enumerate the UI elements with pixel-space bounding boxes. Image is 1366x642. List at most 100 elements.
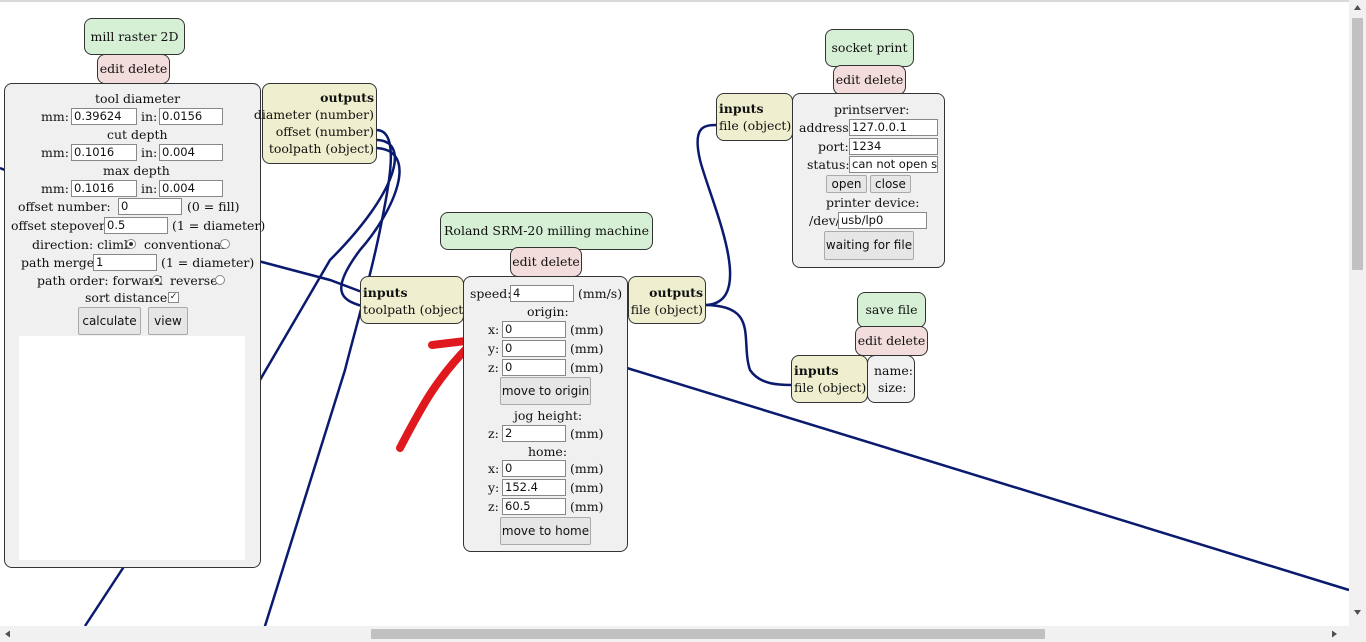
socket-print-title[interactable]: socket print bbox=[825, 29, 914, 67]
output-toolpath[interactable]: toolpath (object) bbox=[268, 141, 374, 156]
dev-label: /dev/ bbox=[809, 213, 840, 228]
sort-distance-checkbox[interactable]: ✓ bbox=[168, 292, 179, 303]
offset-stepover-input[interactable]: 0.5 bbox=[104, 217, 168, 234]
tool-diameter-label: tool diameter bbox=[95, 91, 181, 106]
path-merge-input[interactable]: 1 bbox=[93, 254, 157, 271]
y-label: y: bbox=[488, 480, 500, 495]
max-depth-mm-input[interactable]: 0.1016 bbox=[71, 180, 137, 197]
max-depth-label: max depth bbox=[103, 163, 170, 178]
origin-label: origin: bbox=[527, 304, 569, 319]
outputs-title: outputs bbox=[649, 285, 703, 300]
roland-inputs: inputs toolpath (object) bbox=[360, 276, 468, 324]
origin-z-input[interactable]: 0 bbox=[502, 359, 566, 376]
mm-label: mm: bbox=[41, 145, 69, 160]
port-input[interactable]: 1234 bbox=[849, 138, 938, 155]
scroll-left-arrow-icon bbox=[5, 630, 10, 638]
input-toolpath[interactable]: toolpath (object) bbox=[363, 302, 469, 317]
port-label: port: bbox=[818, 139, 849, 154]
output-file[interactable]: file (object) bbox=[630, 302, 703, 317]
sort-distance-label: sort distance: bbox=[85, 290, 172, 305]
home-z-input[interactable]: 60.5 bbox=[502, 498, 566, 515]
view-button[interactable]: view bbox=[148, 307, 188, 335]
wire-offset-out bbox=[258, 138, 397, 381]
mill-raster-edit-delete[interactable]: edit delete bbox=[97, 54, 170, 84]
home-x-input[interactable]: 0 bbox=[502, 460, 566, 477]
address-input[interactable]: 127.0.0.1 bbox=[849, 119, 938, 136]
offset-stepover-label: offset stepover: bbox=[11, 218, 110, 233]
roland-edit-delete[interactable]: edit delete bbox=[510, 247, 582, 277]
climb-radio[interactable] bbox=[126, 239, 136, 249]
device-input[interactable]: usb/lp0 bbox=[838, 212, 927, 229]
scroll-down-arrow-icon bbox=[1354, 610, 1361, 615]
mill-raster-title[interactable]: mill raster 2D bbox=[84, 18, 185, 55]
forward-radio[interactable] bbox=[152, 275, 162, 285]
mm-unit: (mm) bbox=[570, 461, 604, 476]
offset-number-input[interactable]: 0 bbox=[118, 198, 182, 215]
reverse-label: reverse bbox=[170, 273, 218, 288]
input-file[interactable]: file (object) bbox=[719, 118, 792, 133]
origin-x-input[interactable]: 0 bbox=[502, 321, 566, 338]
status-label: status: bbox=[807, 157, 850, 172]
window-top-edge bbox=[0, 0, 1366, 2]
offset-number-label: offset number: bbox=[18, 199, 111, 214]
x-label: x: bbox=[488, 461, 500, 476]
roland-title[interactable]: Roland SRM-20 milling machine bbox=[440, 212, 653, 250]
printserver-label: printserver: bbox=[834, 102, 910, 117]
offset-number-hint: (0 = fill) bbox=[187, 199, 240, 214]
horizontal-scroll-thumb bbox=[371, 629, 1045, 639]
wire-roland-to-socket bbox=[696, 123, 732, 307]
move-to-origin-button[interactable]: move to origin bbox=[500, 377, 591, 405]
direction-label: direction: climb bbox=[32, 237, 133, 252]
outputs-title: outputs bbox=[320, 90, 374, 105]
tool-diameter-in-input[interactable]: 0.0156 bbox=[159, 108, 223, 125]
move-to-home-button[interactable]: move to home bbox=[500, 517, 591, 545]
home-y-input[interactable]: 152.4 bbox=[502, 479, 566, 496]
inputs-title: inputs bbox=[719, 101, 764, 116]
mm-unit: (mm) bbox=[570, 480, 604, 495]
mm-label: mm: bbox=[41, 109, 69, 124]
jog-z-input[interactable]: 2 bbox=[502, 425, 566, 442]
horizontal-scrollbar[interactable] bbox=[0, 626, 1366, 642]
close-button[interactable]: close bbox=[870, 175, 911, 193]
waiting-for-file-button[interactable]: waiting for file bbox=[824, 231, 914, 260]
cut-depth-label: cut depth bbox=[107, 127, 168, 142]
vertical-scrollbar[interactable] bbox=[1349, 0, 1366, 626]
speed-label: speed: bbox=[470, 286, 512, 301]
path-order-label: path order: forward bbox=[37, 273, 163, 288]
conventional-radio[interactable] bbox=[220, 239, 230, 249]
edit-delete-text: edit delete bbox=[835, 72, 904, 87]
wire-toolpath-to-roland bbox=[340, 146, 401, 308]
input-file[interactable]: file (object) bbox=[794, 380, 867, 395]
jog-height-label: jog height: bbox=[514, 408, 583, 423]
save-file-title[interactable]: save file bbox=[857, 292, 926, 328]
offset-stepover-hint: (1 = diameter) bbox=[172, 218, 266, 233]
open-button[interactable]: open bbox=[826, 175, 867, 193]
output-offset[interactable]: offset (number) bbox=[275, 124, 374, 139]
cut-depth-in-input[interactable]: 0.004 bbox=[159, 144, 223, 161]
max-depth-in-input[interactable]: 0.004 bbox=[159, 180, 223, 197]
wire-roland-to-save bbox=[703, 303, 793, 387]
z-label: z: bbox=[488, 499, 499, 514]
in-label: in: bbox=[141, 109, 158, 124]
cut-depth-mm-input[interactable]: 0.1016 bbox=[71, 144, 137, 161]
mill-raster-outputs: outputs diameter (number) offset (number… bbox=[254, 83, 377, 164]
output-diameter[interactable]: diameter (number) bbox=[253, 107, 374, 122]
wire-long-right bbox=[626, 366, 1350, 592]
speed-input[interactable]: 4 bbox=[510, 285, 574, 302]
wire-lower-left bbox=[83, 564, 127, 627]
mm-unit: (mm) bbox=[570, 426, 604, 441]
save-file-edit-delete[interactable]: edit delete bbox=[855, 326, 928, 356]
printer-device-label: printer device: bbox=[826, 195, 920, 210]
origin-y-input[interactable]: 0 bbox=[502, 340, 566, 357]
tool-diameter-mm-input[interactable]: 0.39624 bbox=[71, 108, 137, 125]
socket-print-edit-delete[interactable]: edit delete bbox=[833, 65, 906, 95]
status-input[interactable]: can not open so bbox=[849, 156, 938, 173]
speed-unit: (mm/s) bbox=[578, 286, 623, 301]
mm-unit: (mm) bbox=[570, 322, 604, 337]
reverse-radio[interactable] bbox=[215, 275, 225, 285]
mill-raster-title-text: mill raster 2D bbox=[90, 29, 179, 44]
inputs-title: inputs bbox=[794, 363, 839, 378]
calculate-button[interactable]: calculate bbox=[78, 307, 141, 335]
in-label: in: bbox=[141, 145, 158, 160]
wire-diameter-out bbox=[258, 128, 393, 642]
